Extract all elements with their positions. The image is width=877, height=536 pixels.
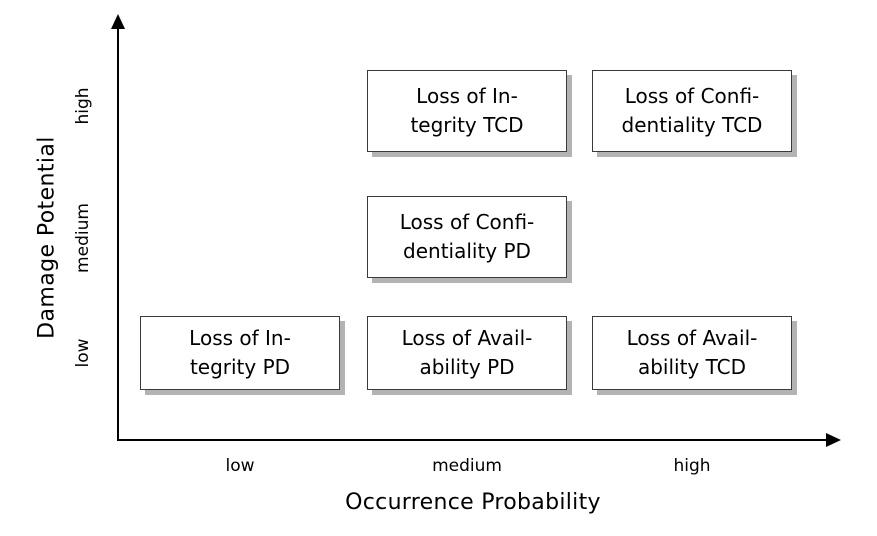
risk-cell-label-line2: dentiality TCD	[621, 113, 763, 137]
risk-cell-loss-of-availability-tcd[interactable]: Loss of Avail- ability TCD	[592, 316, 792, 390]
risk-cell-label-line2: tegrity PD	[189, 355, 291, 379]
y-axis-tick-low: low	[73, 338, 93, 368]
risk-cell-label-line1: Loss of Avail-	[626, 326, 758, 350]
y-axis-tick-high: high	[73, 87, 93, 125]
y-axis-tick-medium: medium	[73, 203, 93, 273]
risk-cell-label-line2: dentiality PD	[403, 239, 531, 263]
risk-cell-label-line2: ability TCD	[637, 355, 747, 379]
risk-cell-label-line2: ability PD	[419, 355, 515, 379]
x-axis-title: Occurrence Probability	[345, 490, 601, 515]
y-axis-title: Damage Potential	[34, 136, 60, 339]
risk-cell-loss-of-integrity-tcd[interactable]: Loss of In- tegrity TCD	[367, 70, 567, 152]
y-axis-arrow-icon	[111, 14, 125, 29]
risk-cell-loss-of-confidentiality-tcd[interactable]: Loss of Confi- dentiality TCD	[592, 70, 792, 152]
risk-cell-label-line1: Loss of Confi-	[624, 84, 760, 108]
risk-cell-label-line1: Loss of In-	[189, 326, 291, 350]
x-axis-tick-medium: medium	[432, 456, 502, 476]
risk-cell-label-line1: Loss of In-	[416, 84, 518, 108]
risk-cell-loss-of-integrity-pd[interactable]: Loss of In- tegrity PD	[140, 316, 340, 390]
risk-cell-loss-of-availability-pd[interactable]: Loss of Avail- ability PD	[367, 316, 567, 390]
x-axis-arrow-icon	[826, 433, 841, 447]
risk-cell-label-line1: Loss of Confi-	[399, 210, 535, 234]
x-axis-line	[117, 439, 829, 441]
risk-cell-label-line1: Loss of Avail-	[401, 326, 533, 350]
risk-cell-loss-of-confidentiality-pd[interactable]: Loss of Confi- dentiality PD	[367, 196, 567, 278]
y-axis-line	[117, 26, 119, 441]
risk-cell-label-line2: tegrity TCD	[410, 113, 524, 137]
x-axis-tick-high: high	[673, 456, 711, 476]
x-axis-tick-low: low	[225, 456, 255, 476]
